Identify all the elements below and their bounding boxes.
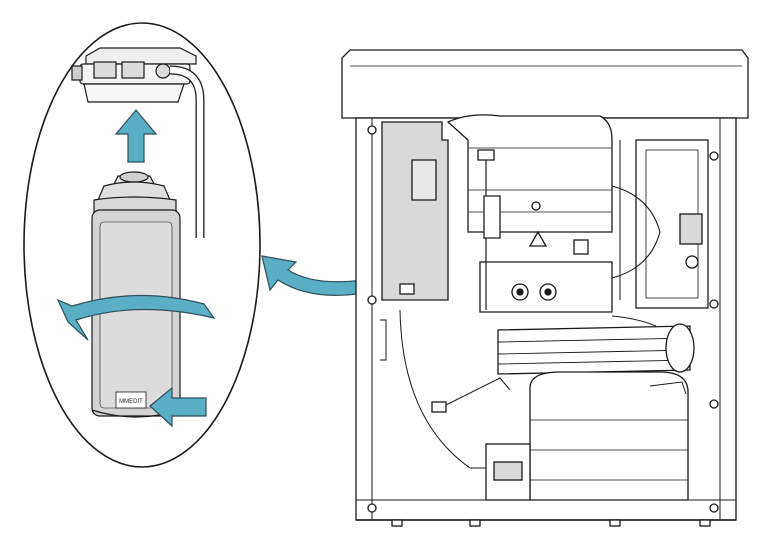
machine-body: [341, 49, 749, 527]
detail-callout: MMEDIT: [23, 22, 261, 468]
filter-cartridge: MMEDIT: [91, 171, 181, 418]
arrow-up-icon: [114, 109, 158, 163]
water-tank: [446, 114, 613, 233]
filter-housing-panel: [381, 121, 449, 301]
arrow-left-icon: [149, 386, 207, 428]
cooling-coil: [497, 325, 691, 375]
pump-block: [479, 261, 613, 313]
rotate-arrow-icon: [56, 294, 216, 341]
filter-brand-label: MMEDIT: [119, 399, 143, 405]
machine-lid: [341, 49, 749, 119]
compressor: [529, 371, 689, 501]
filter-head: [71, 47, 205, 238]
